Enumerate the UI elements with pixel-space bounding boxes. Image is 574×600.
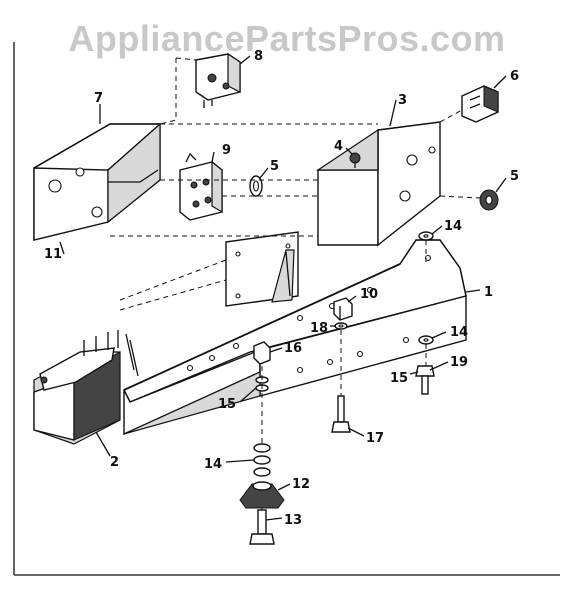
- callout-8: 8: [254, 49, 263, 64]
- callout-17: 17: [366, 431, 384, 446]
- callout-5-right: 5: [510, 169, 519, 184]
- callout-1: 1: [484, 285, 493, 300]
- callout-4: 4: [334, 139, 343, 154]
- part-7-cover-box: [33, 122, 161, 241]
- callout-14-right: 14: [450, 325, 468, 340]
- part-5-bushing-right: [479, 189, 499, 211]
- callout-19: 19: [450, 355, 468, 370]
- part-14-washers-bottom: [253, 443, 271, 477]
- callout-15-right: 15: [390, 371, 408, 386]
- frame-border: [13, 42, 560, 576]
- part-2-transformer: [33, 330, 139, 445]
- part-3-bracket-box: [316, 121, 441, 247]
- part-8-switch: [195, 52, 241, 108]
- part-17-bolt: [331, 395, 351, 433]
- callout-10: 10: [360, 287, 378, 302]
- callout-13: 13: [284, 513, 302, 528]
- callout-5-left: 5: [270, 159, 279, 174]
- leader-lines: [59, 55, 507, 521]
- mounting-plate: [225, 231, 299, 307]
- part-13-bolt: [249, 509, 275, 545]
- part-5-bushing-left: [249, 175, 263, 197]
- part-12-foot: [239, 481, 285, 509]
- callout-18: 18: [310, 321, 328, 336]
- part-4-screw: [349, 152, 361, 168]
- part-14-washer-top: [418, 231, 434, 241]
- callout-9: 9: [222, 143, 231, 158]
- part-6-connector: [461, 85, 499, 123]
- assembly-lines: [110, 57, 481, 510]
- callout-2: 2: [110, 455, 119, 470]
- part-19-bolt: [415, 365, 435, 395]
- callout-11: 11: [44, 247, 62, 262]
- part-9-switch: [179, 152, 223, 221]
- part-10-nut: [333, 297, 353, 321]
- callout-16: 16: [284, 341, 302, 356]
- part-1-base-channel: [123, 239, 467, 436]
- callout-14-bottom: 14: [204, 457, 222, 472]
- part-16-nut: [253, 341, 271, 365]
- callout-14-top: 14: [444, 219, 462, 234]
- callout-6: 6: [510, 69, 519, 84]
- callout-3: 3: [398, 93, 407, 108]
- watermark: AppliancePartsPros.com: [68, 18, 506, 59]
- callout-12: 12: [292, 477, 310, 492]
- part-18-washer: [334, 322, 348, 330]
- callout-7: 7: [94, 91, 103, 106]
- part-14-washer-right: [418, 335, 434, 345]
- callout-15-left: 15: [218, 397, 236, 412]
